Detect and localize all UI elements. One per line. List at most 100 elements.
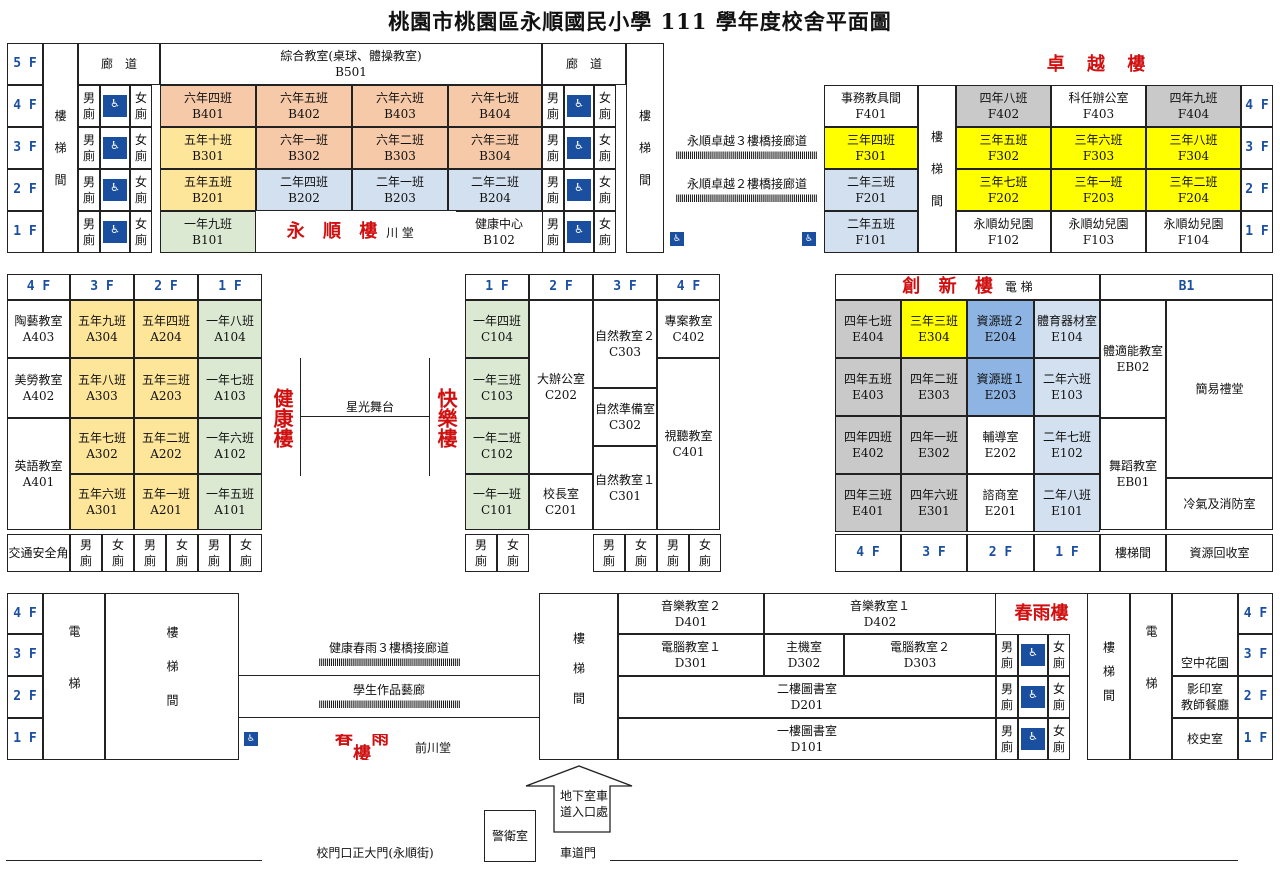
room-label: 男 [82,175,95,189]
simple-hall: 簡易禮堂 [1166,300,1273,478]
stairwell-zhuoyue: 樓梯間 [918,85,956,253]
car-gate-label: 車道門 [559,846,596,860]
room-label: 一年八班 [205,314,254,328]
room-id: F301 [855,149,887,163]
room-label: 六年七班 [470,91,519,105]
room-id: F402 [987,107,1020,121]
room-id: C302 [608,418,642,432]
elevator-label: 電 梯 [1004,280,1033,294]
print-room: 影印室教師餐廳 [1172,676,1238,718]
room-label: 五年二班 [141,431,190,445]
female-restroom: 女廁 [594,211,616,253]
room-label: 女 [698,538,711,552]
room-label: 4 F [856,545,880,560]
room-label: 男 [82,217,95,231]
room-label: 專案教室 [664,314,713,328]
bridge-2f-pattern: ⅢⅢⅢⅢⅢⅢⅢⅢⅢⅢⅢⅢⅢⅢⅢⅢⅢⅢⅢⅢⅢⅢⅢⅢ [241,699,537,713]
male-restroom: 男廁 [593,534,625,572]
room-label: 1 F [13,731,37,746]
room-id: 廁 [1000,740,1013,754]
room-id: 廁 [82,191,95,205]
room-id: A301 [86,503,118,517]
female-restroom: 女廁 [130,127,152,169]
room-label: 女 [598,175,611,189]
room-label: 二年一班 [375,175,424,189]
sky-garden: 空中花園 [1172,593,1238,676]
gallery-label: 學生作品藝廊 [241,682,537,698]
room-label: 二樓圖書室 [776,682,837,696]
stage-label: 星光舞台 [345,400,394,414]
elevator-label: 電梯 [67,624,81,729]
room-id: F104 [1177,233,1210,247]
room-label: 四年一班 [909,430,958,444]
room-label: 一年七班 [205,373,254,387]
room-label: 4 F [26,279,51,294]
room-id: 廁 [1000,656,1013,670]
room-label: 女 [1052,640,1065,654]
room-id: E304 [918,330,950,344]
room-id: E402 [852,446,884,460]
room-label: 三年四班 [846,133,895,147]
room-label: 五年一班 [141,487,190,501]
female-restroom: 女廁 [130,211,152,253]
room-id: A403 [22,330,55,344]
room-label: 自然準備室 [594,402,655,416]
room-id: C201 [544,503,578,517]
guard-room: 警衛室 [484,810,536,862]
room-label: 男 [546,91,559,105]
room-label: 男 [602,538,615,552]
female-restroom: 女廁 [102,534,134,572]
female-restroom: 女廁 [130,85,152,127]
room-id: 廁 [1000,698,1013,712]
room-label: 簡易禮堂 [1195,382,1244,396]
room-id: B402 [288,107,320,121]
room-id: E404 [852,330,884,344]
room-label: 男 [474,538,487,552]
room-c302: 自然準備室 C302 [593,388,657,446]
room-label: 女 [111,538,124,552]
female-restroom: 女廁 [1048,718,1070,760]
room-label: 科任辦公室 [1068,91,1129,105]
male-restroom: 男廁 [134,534,166,572]
accessible-restroom: ♿ [1018,718,1048,760]
room-id: 廁 [598,149,611,163]
elevator-chunyu: 電梯 [43,593,105,760]
accessible-restroom: ♿ [564,211,594,253]
room-id: 廁 [134,233,147,247]
corridor-5f-west: 廊 道 [78,43,160,85]
room-id: A101 [214,503,246,517]
room-label: 二年二班 [470,175,519,189]
floor-label: 2 F [7,676,43,718]
room-id: A202 [150,447,182,461]
room-id: C101 [480,503,514,517]
room-id: E202 [984,446,1017,460]
room-id: A201 [150,503,182,517]
room-label: 男 [546,217,559,231]
room-label: 4 F [1243,605,1268,621]
room-id: C104 [480,330,514,344]
room-label: 五年四班 [141,314,190,328]
room-label: 女 [239,538,252,552]
room-id: 廁 [546,107,559,121]
room-label: 三年六班 [1074,133,1123,147]
room-label: 五年五班 [183,175,232,189]
room-id: 廁 [239,554,252,568]
room-label: 1 F [218,279,242,294]
